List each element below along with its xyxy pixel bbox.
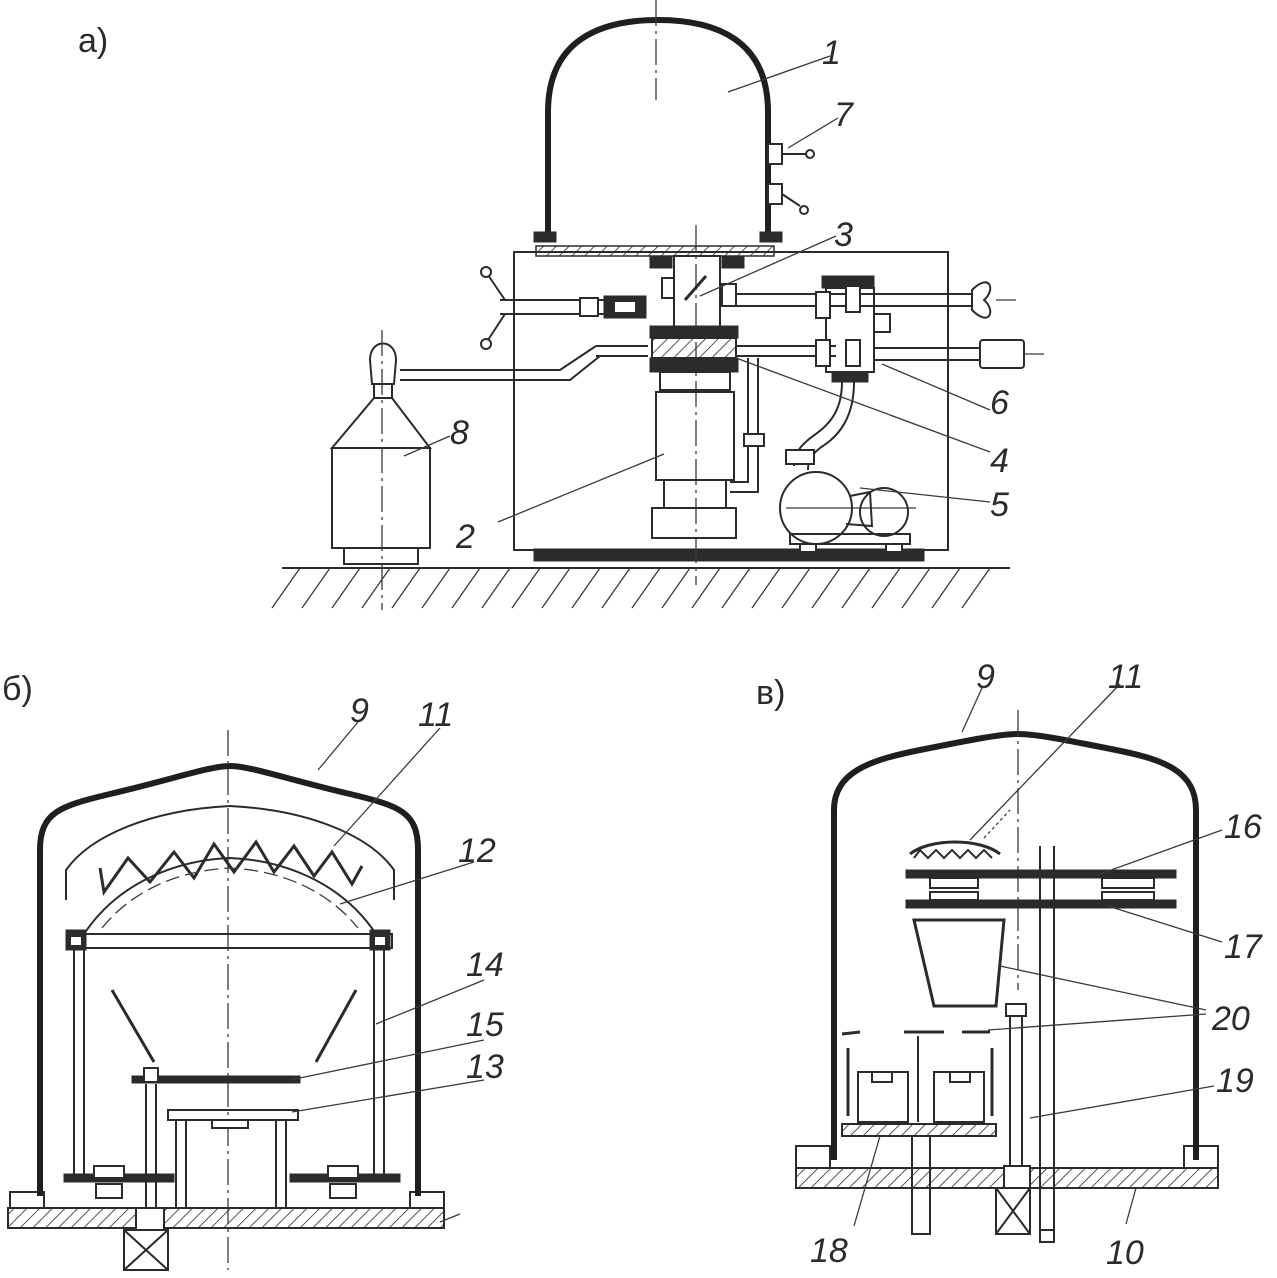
evaporator-18 <box>841 1030 997 1235</box>
label-3: 3 <box>834 216 853 254</box>
trap-hatched <box>651 337 737 359</box>
panel-b: б) <box>2 670 504 1271</box>
base-plate-b <box>7 1207 445 1229</box>
label-15: 15 <box>466 1006 504 1044</box>
leader-lines-b <box>289 721 485 1113</box>
panel-a-caption: а) <box>78 22 108 60</box>
floor-hatching <box>271 567 1010 609</box>
fore-pump-5 <box>779 471 916 553</box>
panel-c-caption: в) <box>756 674 785 712</box>
bell-jar-9-c <box>831 731 1199 1160</box>
cabinet-base-plate <box>533 548 925 562</box>
evaporator-13 <box>167 1109 299 1208</box>
label-9-b: 9 <box>350 692 369 730</box>
trap-4 <box>649 325 739 373</box>
label-9-c: 9 <box>976 658 995 696</box>
shield-14-left <box>110 989 156 1063</box>
label-1: 1 <box>822 34 841 72</box>
transformer-8 <box>329 330 433 610</box>
label-20: 20 <box>1211 1000 1250 1038</box>
panel-b-caption: б) <box>2 670 33 708</box>
substrate-dome-12 <box>83 856 377 935</box>
leader-lines-c <box>853 683 1223 1227</box>
base-plate-hatched <box>535 245 775 257</box>
carousel-16-17 <box>905 846 1177 1243</box>
rollers <box>63 1165 401 1199</box>
label-11-b: 11 <box>418 696 453 734</box>
reflector <box>65 804 395 900</box>
gate-valve-3 <box>649 255 745 329</box>
label-7: 7 <box>834 96 854 134</box>
label-19: 19 <box>1216 1062 1254 1100</box>
label-12: 12 <box>458 832 496 870</box>
handwheel <box>480 266 647 350</box>
panel-c: в) <box>756 658 1263 1272</box>
label-10: 10 <box>1106 1234 1144 1272</box>
damper-15 <box>123 1067 301 1271</box>
shutter-shaft-19 <box>995 1003 1031 1235</box>
crucible-20 <box>912 918 1006 1008</box>
label-11-c: 11 <box>1108 658 1143 696</box>
bell-jar-1 <box>545 17 771 238</box>
valve-7 <box>767 143 815 215</box>
right-shaft <box>736 281 1016 319</box>
heater-11 <box>98 839 364 896</box>
label-2: 2 <box>455 518 475 556</box>
label-16: 16 <box>1224 808 1262 846</box>
bell-jar-9-b <box>37 763 421 1196</box>
label-4: 4 <box>990 442 1009 480</box>
valve-block-6 <box>815 275 1044 383</box>
label-8: 8 <box>450 414 469 452</box>
heater-11-c <box>909 840 1001 856</box>
label-13: 13 <box>466 1048 504 1086</box>
cup-base-hatched <box>841 1123 997 1137</box>
shield-14-right <box>314 989 358 1063</box>
label-5: 5 <box>990 486 1009 524</box>
panel-a: а) <box>78 0 1044 610</box>
diffusion-pump-2 <box>651 371 737 539</box>
label-17: 17 <box>1224 928 1263 966</box>
leader-lines-a <box>403 55 991 523</box>
label-18: 18 <box>810 1232 848 1270</box>
label-6: 6 <box>990 384 1009 422</box>
label-14: 14 <box>466 946 504 984</box>
